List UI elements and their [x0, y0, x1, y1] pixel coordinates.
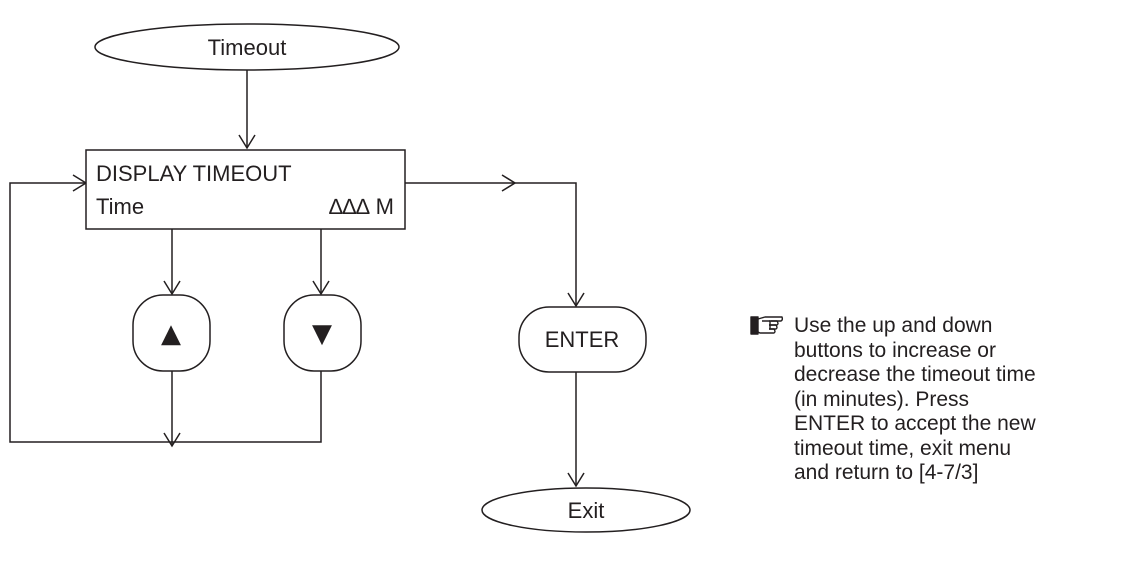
instruction-note: Use the up and down buttons to increase … [750, 314, 1136, 486]
up-button[interactable] [132, 294, 211, 372]
edge-loop-back [9, 174, 172, 443]
display-time-value: ∆∆∆ M [329, 194, 394, 219]
exit-label: Exit [568, 498, 605, 523]
start-terminal [94, 23, 400, 71]
display-box [85, 149, 406, 230]
edge-down-to-loop [172, 371, 322, 443]
start-label: Timeout [208, 35, 287, 60]
exit-terminal [481, 487, 691, 533]
enter-button[interactable] [518, 306, 647, 373]
up-arrow-icon: ▲ [161, 319, 181, 349]
display-title: DISPLAY TIMEOUT [96, 161, 292, 186]
down-button[interactable] [283, 294, 362, 372]
edge-right-to-enter [515, 182, 585, 308]
note-text: Use the up and down buttons to increase … [794, 314, 1036, 484]
enter-label: ENTER [545, 327, 620, 352]
down-arrow-icon: ▼ [312, 319, 332, 349]
display-time-label: Time [96, 194, 144, 219]
pointing-hand-icon [750, 316, 784, 335]
